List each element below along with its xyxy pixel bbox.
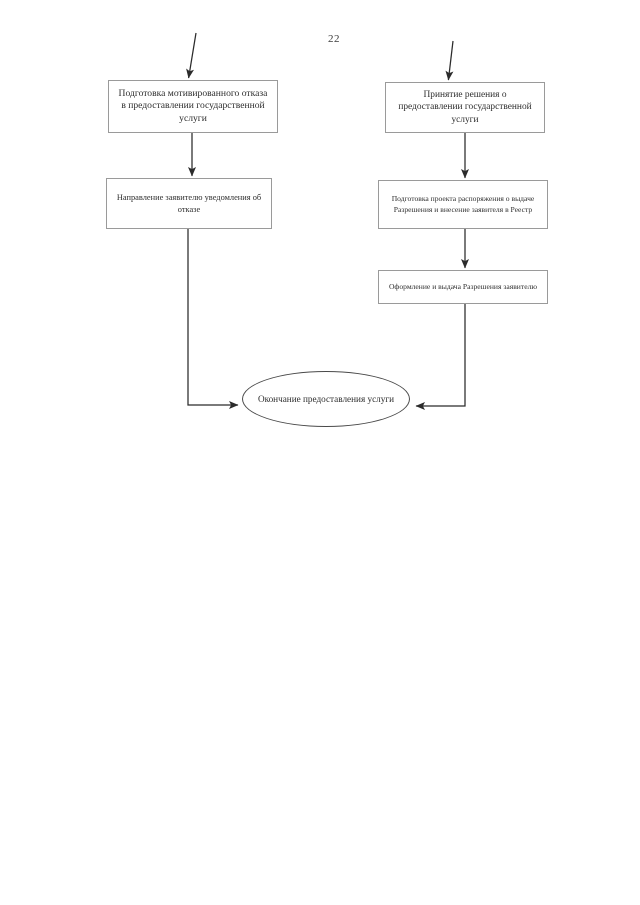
page-number: 22	[328, 33, 340, 45]
node-refusal-notice: Направление заявителю уведомления об отк…	[106, 178, 272, 229]
node-end-terminal: Окончание предоставления услуги	[242, 371, 410, 427]
node-draft-order-label: Подготовка проекта распоряжения о выдаче…	[391, 194, 535, 214]
edge-entry-to-refusal-preparation	[186, 32, 197, 79]
node-refusal-notice-label: Направление заявителю уведомления об отк…	[116, 193, 262, 214]
node-decision-grant-label: Принятие решения о предоставлении госуда…	[398, 89, 532, 125]
edge-refusal-notice-to-end-terminal	[187, 229, 239, 409]
node-issue-permit-label: Оформление и выдача Разрешения заявителю	[388, 281, 538, 291]
node-issue-permit: Оформление и выдача Разрешения заявителю	[378, 270, 548, 304]
node-decision-grant: Принятие решения о предоставлении госуда…	[385, 82, 545, 133]
node-end-terminal-label: Окончание предоставления услуги	[257, 393, 395, 404]
node-refusal-preparation: Подготовка мотивированного отказа в пред…	[108, 80, 278, 133]
edge-entry-to-decision-grant	[445, 40, 454, 81]
edge-issue-permit-to-end-terminal	[415, 304, 466, 411]
node-draft-order: Подготовка проекта распоряжения о выдаче…	[378, 180, 548, 229]
node-refusal-preparation-label: Подготовка мотивированного отказа в пред…	[118, 87, 268, 124]
